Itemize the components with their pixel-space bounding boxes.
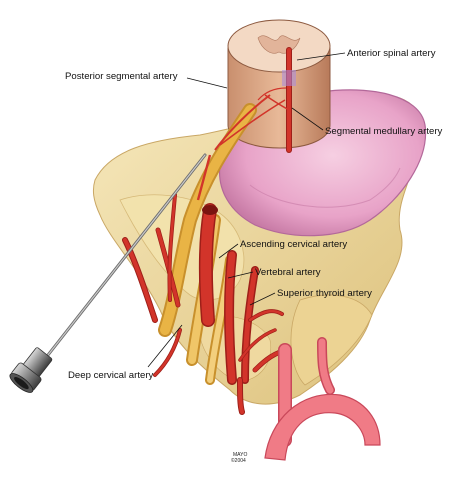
needle-hub-icon (9, 347, 53, 393)
label-segmental-medullary-artery: Segmental medullary artery (325, 126, 443, 137)
arteries (122, 193, 381, 461)
label-vertebral-artery: Vertebral artery (255, 267, 321, 278)
copyright-credit: MAYO ©2004 (231, 452, 247, 464)
label-deep-cervical-artery: Deep cervical artery (68, 370, 154, 381)
credit-line-2: ©2004 (231, 457, 246, 464)
segmental-artery-network (196, 87, 290, 201)
credit-line-1: MAYO (233, 452, 247, 458)
spinal-needle (46, 153, 207, 357)
anterior-spinal-artery (282, 47, 296, 153)
leader-lines (147, 52, 346, 368)
label-superior-thyroid-artery: Superior thyroid artery (277, 288, 372, 299)
label-ascending-cervical-artery: Ascending cervical artery (240, 239, 347, 250)
label-posterior-segmental-artery: Posterior segmental artery (65, 71, 178, 82)
labels: Anterior spinal artery Posterior segment… (65, 48, 443, 381)
label-anterior-spinal-artery: Anterior spinal artery (347, 48, 436, 59)
